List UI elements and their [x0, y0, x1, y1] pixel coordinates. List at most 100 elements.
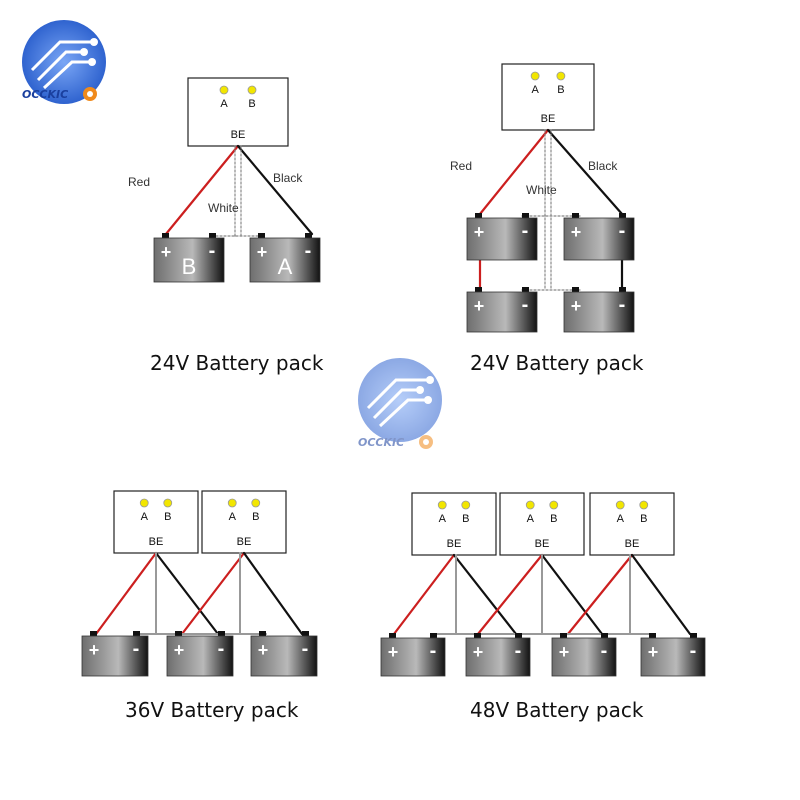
minus-sign: - [133, 638, 140, 660]
be-module: A B BE [411, 492, 497, 556]
be-module: A B BE [501, 63, 595, 131]
wire-label-white: White [526, 183, 557, 197]
negative-terminal [522, 287, 529, 292]
plus-sign: + [559, 642, 570, 662]
positive-terminal [162, 233, 169, 238]
led-a [139, 498, 149, 508]
be-title: BE [149, 536, 164, 548]
negative-terminal [619, 213, 626, 218]
plus-sign: + [571, 296, 582, 316]
positive-terminal [258, 233, 265, 238]
minus-sign: - [690, 640, 697, 662]
plus-sign: + [174, 640, 185, 660]
minus-sign: - [209, 240, 216, 262]
negative-terminal [218, 631, 225, 636]
be-title: BE [625, 538, 640, 550]
red-wire [392, 553, 456, 636]
plus-sign: + [257, 242, 268, 262]
negative-terminal [690, 633, 697, 638]
battery: +- [81, 631, 149, 677]
led-b [251, 498, 261, 508]
positive-terminal [389, 633, 396, 638]
led-a [437, 500, 447, 510]
led-label-b: B [462, 513, 469, 525]
battery: +- [563, 287, 635, 333]
wire-label-white: White [208, 201, 239, 215]
battery-letter: A [278, 254, 293, 279]
minus-sign: - [601, 640, 608, 662]
positive-terminal [90, 631, 97, 636]
wire-label-red: Red [128, 175, 150, 189]
battery: +- [250, 631, 318, 677]
led-label-a: A [439, 513, 447, 525]
positive-terminal [572, 213, 579, 218]
minus-sign: - [522, 294, 529, 316]
led-b [247, 85, 257, 95]
led-label-a: A [617, 513, 625, 525]
led-b [461, 500, 471, 510]
plus-sign: + [473, 642, 484, 662]
led-b [556, 71, 566, 81]
battery: +-A [249, 233, 321, 283]
negative-terminal [430, 633, 437, 638]
black-wire [452, 553, 518, 636]
plus-sign: + [648, 642, 659, 662]
black-wire [540, 553, 604, 636]
be-title: BE [535, 538, 550, 550]
positive-terminal [475, 213, 482, 218]
led-label-a: A [531, 84, 539, 96]
red-wire [476, 553, 544, 636]
plus-sign: + [474, 222, 485, 242]
battery-letter: B [182, 254, 197, 279]
battery: +- [640, 633, 706, 677]
led-a [615, 500, 625, 510]
negative-terminal [305, 233, 312, 238]
led-a [530, 71, 540, 81]
minus-sign: - [522, 220, 529, 242]
negative-terminal [133, 631, 140, 636]
battery: +-B [153, 233, 225, 283]
plus-sign: + [571, 222, 582, 242]
black-wire [630, 553, 692, 636]
positive-terminal [474, 633, 481, 638]
led-label-a: A [229, 511, 237, 523]
minus-sign: - [302, 638, 309, 660]
plus-sign: + [89, 640, 100, 660]
positive-terminal [560, 633, 567, 638]
minus-sign: - [430, 640, 437, 662]
red-wire [478, 128, 550, 216]
black-wire [154, 551, 220, 636]
led-label-b: B [164, 511, 171, 523]
be-title: BE [237, 536, 252, 548]
led-a [227, 498, 237, 508]
battery: +- [465, 633, 531, 677]
battery: +- [380, 633, 446, 677]
battery: +- [551, 633, 617, 677]
led-label-a: A [527, 513, 535, 525]
wire-label-red: Red [450, 159, 472, 173]
led-label-b: B [550, 513, 557, 525]
negative-terminal [302, 631, 309, 636]
caption-36v: 36V Battery pack [125, 698, 299, 722]
battery: +- [466, 213, 538, 261]
caption-48v: 48V Battery pack [470, 698, 644, 722]
red-wire [164, 144, 240, 236]
be-title: BE [541, 113, 556, 125]
be-title: BE [231, 129, 246, 141]
led-label-b: B [640, 513, 647, 525]
positive-terminal [649, 633, 656, 638]
red-wire [180, 551, 246, 636]
led-label-b: B [557, 84, 564, 96]
negative-terminal [522, 213, 529, 218]
red-wire [94, 551, 158, 636]
be-module: A B BE [589, 492, 675, 556]
plus-sign: + [258, 640, 269, 660]
black-wire [546, 128, 624, 216]
battery: +- [563, 213, 635, 261]
negative-terminal [619, 287, 626, 292]
black-wire [236, 144, 314, 236]
be-title: BE [447, 538, 462, 550]
